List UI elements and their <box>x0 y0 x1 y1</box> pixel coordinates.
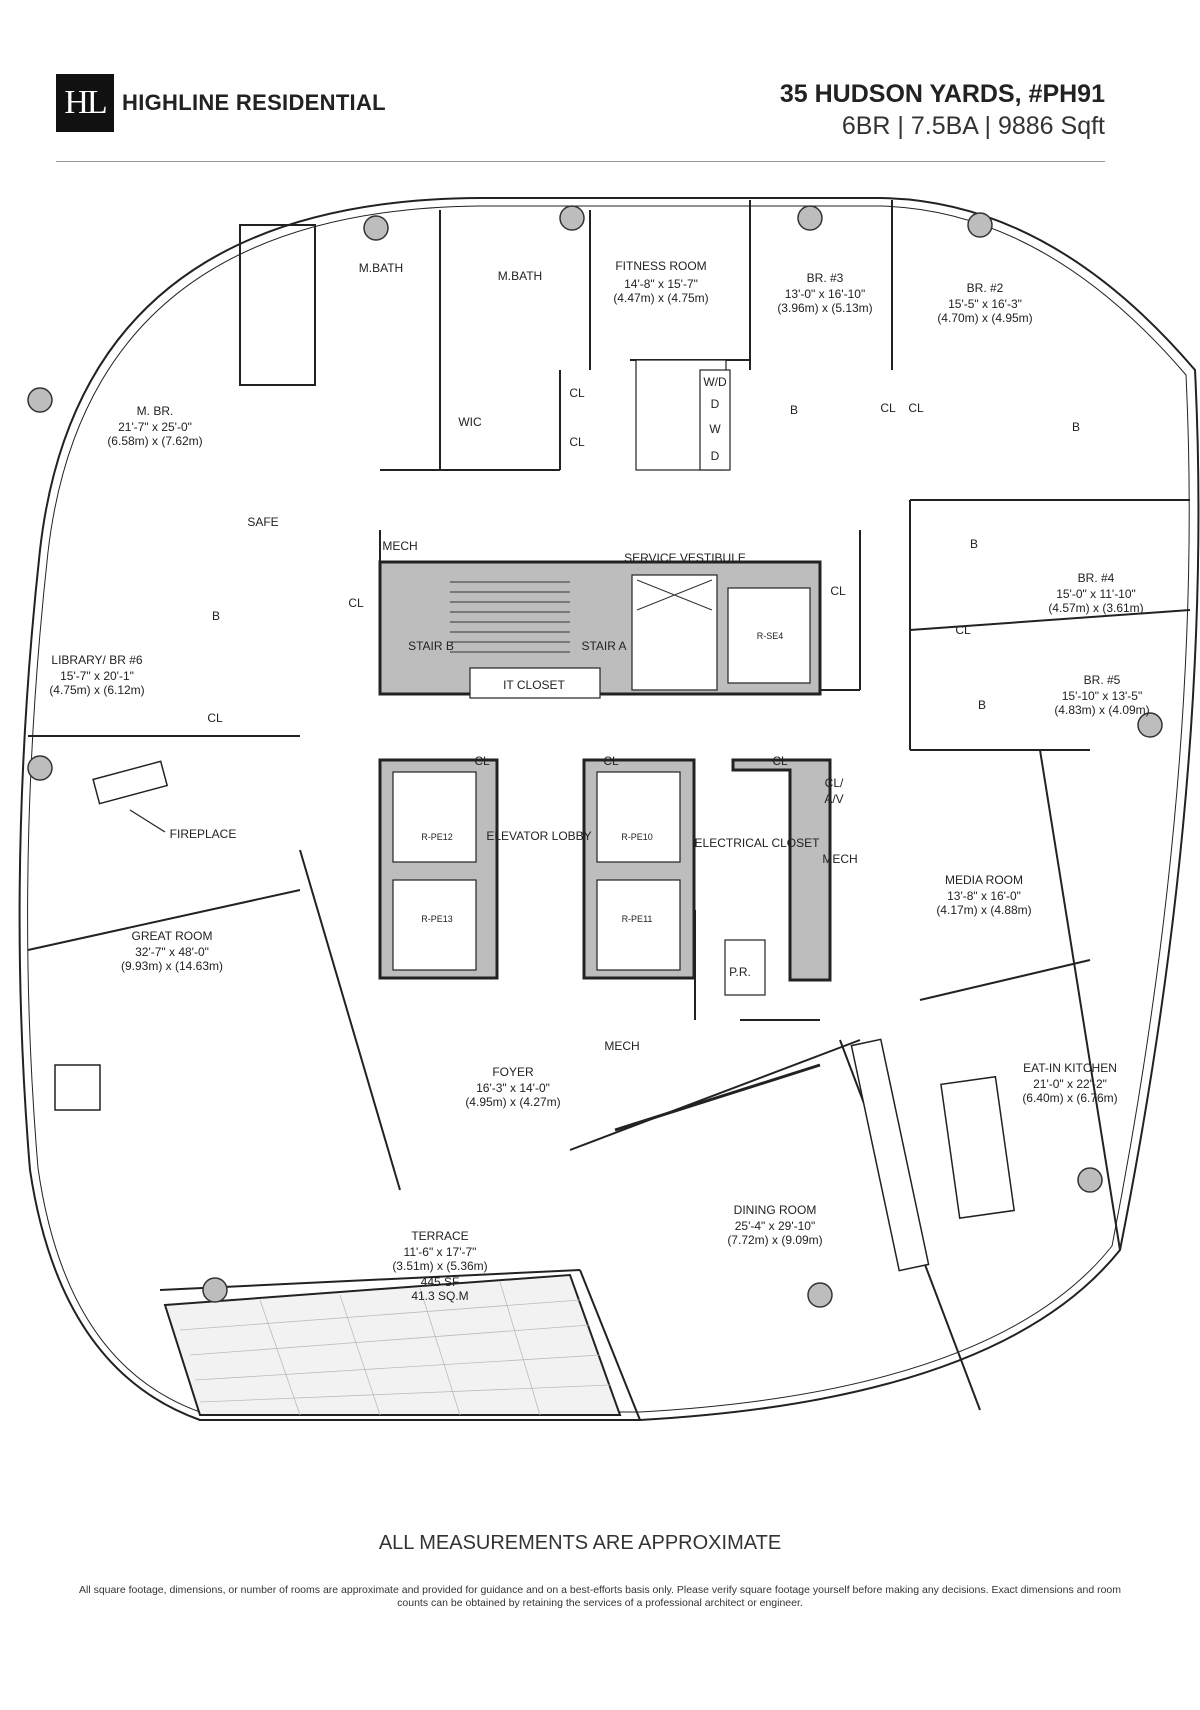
exterior-wall-inner <box>27 205 1190 1413</box>
room-dim-br2-m: (4.70m) x (4.95m) <box>937 311 1032 325</box>
room-dim-dining-ft: 25'-4" x 29'-10" <box>735 1219 815 1233</box>
closet-label: CL <box>474 754 490 768</box>
closet-label: CL <box>569 435 585 449</box>
room-dim-fitness-ft: 14'-8" x 15'-7" <box>624 277 698 291</box>
room-label-media: MEDIA ROOM <box>945 873 1023 887</box>
closet-label: CL <box>908 401 924 415</box>
room-label-dining: DINING ROOM <box>734 1203 817 1217</box>
room-label-elevator-lobby: ELEVATOR LOBBY <box>486 829 591 843</box>
room-dim-br2-ft: 15'-5" x 16'-3" <box>948 297 1022 311</box>
room-dim-foyer-ft: 16'-3" x 14'-0" <box>476 1081 550 1095</box>
room-label-library: LIBRARY/ BR #6 <box>51 653 142 667</box>
brand-logo: HL <box>56 74 114 132</box>
room-dim-media-ft: 13'-8" x 16'-0" <box>947 889 1021 903</box>
room-dim-br4-m: (4.57m) x (3.61m) <box>1048 601 1143 615</box>
closet-label: CL <box>603 754 619 768</box>
room-label-mech-1: MECH <box>382 539 417 553</box>
room-dim-br3-m: (3.96m) x (5.13m) <box>777 301 872 315</box>
closet-label: CL <box>207 711 223 725</box>
room-dim-terrace-ft: 11'-6" x 17'-7" <box>404 1245 477 1259</box>
room-label-electrical: ELECTRICAL CLOSET <box>695 836 821 850</box>
room-label-br4: BR. #4 <box>1078 571 1115 585</box>
closet-label: CL <box>772 754 788 768</box>
label-fireplace: FIREPLACE <box>170 827 237 841</box>
closet-label: CL <box>569 386 585 400</box>
closet-label: CL <box>348 596 364 610</box>
room-label-cl-av-1: CL/ <box>825 776 844 790</box>
room-label-pr: P.R. <box>729 965 751 979</box>
approx-note: ALL MEASUREMENTS ARE APPROXIMATE <box>378 1532 782 1554</box>
room-label-fitness: FITNESS ROOM <box>615 259 706 273</box>
room-dim-library-ft: 15'-7" x 20'-1" <box>60 669 134 683</box>
room-label-stair-a: STAIR A <box>581 639 626 653</box>
brand-name: HIGHLINE RESIDENTIAL <box>122 90 386 115</box>
room-area-terrace-sqm: 41.3 SQ.M <box>411 1289 468 1303</box>
room-label-service: SERVICE VESTIBULE <box>624 551 746 565</box>
bath-label: B <box>970 537 978 551</box>
bath-label: B <box>212 609 220 623</box>
room-label-cl-av-2: A/V <box>824 792 843 806</box>
laundry-label: W/D <box>703 375 727 389</box>
exterior-wall <box>18 197 1200 1421</box>
room-dim-mbr-ft: 21'-7" x 25'-0" <box>118 420 192 434</box>
room-dim-br3-ft: 13'-0" x 16'-10" <box>785 287 865 301</box>
elevator-label-pe11: R-PE11 <box>622 914 653 924</box>
elevator-label-pe10: R-PE10 <box>621 832 653 842</box>
room-label-safe: SAFE <box>247 515 278 529</box>
room-dim-kitchen-m: (6.40m) x (6.76m) <box>1022 1091 1117 1105</box>
room-dim-library-m: (4.75m) x (6.12m) <box>49 683 144 697</box>
elevator-label-pe12: R-PE12 <box>421 832 453 842</box>
room-label-terrace: TERRACE <box>411 1229 468 1243</box>
disclaimer-text: All square footage, dimensions, or numbe… <box>78 1584 1122 1609</box>
laundry-label: D <box>711 449 720 463</box>
bath-label: B <box>1072 420 1080 434</box>
room-dim-fitness-m: (4.47m) x (4.75m) <box>613 291 708 305</box>
room-dim-br5-ft: 15'-10" x 13'-5" <box>1062 689 1142 703</box>
laundry-label: D <box>711 397 720 411</box>
room-label-mbr: M. BR. <box>137 404 174 418</box>
room-label-br3: BR. #3 <box>807 271 844 285</box>
room-label-great: GREAT ROOM <box>132 929 213 943</box>
room-label-foyer: FOYER <box>492 1065 534 1079</box>
room-label-kitchen: EAT-IN KITCHEN <box>1023 1061 1117 1075</box>
room-label-wic: WIC <box>458 415 482 429</box>
page-subtitle: 6BR | 7.5BA | 9886 Sqft <box>841 112 1105 140</box>
laundry-label: W <box>709 422 721 436</box>
room-label-it-closet: IT CLOSET <box>503 678 565 692</box>
room-dim-dining-m: (7.72m) x (9.09m) <box>727 1233 822 1247</box>
room-label-stair-b: STAIR B <box>408 639 454 653</box>
bath-label: B <box>790 403 798 417</box>
room-dim-br5-m: (4.83m) x (4.09m) <box>1054 703 1149 717</box>
room-dim-great-ft: 32'-7" x 48'-0" <box>135 945 209 959</box>
closet-label: CL <box>955 623 971 637</box>
terrace-floor <box>163 1273 622 1416</box>
electrical-closet-wall <box>731 758 832 982</box>
page-title: 35 HUDSON YARDS, #PH91 <box>779 80 1105 108</box>
elevator-label-pe13: R-PE13 <box>421 914 453 924</box>
room-dim-br4-ft: 15'-0" x 11'-10" <box>1056 587 1136 601</box>
room-dim-great-m: (9.93m) x (14.63m) <box>121 959 223 973</box>
room-dim-kitchen-ft: 21'-0" x 22'-2" <box>1033 1077 1107 1091</box>
room-dim-foyer-m: (4.95m) x (4.27m) <box>465 1095 560 1109</box>
room-label-br5: BR. #5 <box>1084 673 1121 687</box>
room-dim-terrace-m: (3.51m) x (5.36m) <box>392 1259 487 1273</box>
room-label-mbath-1: M.BATH <box>359 261 403 275</box>
floor-plan: M.BATH M.BATH FITNESS ROOM 14'-8" x 15'-… <box>18 197 1200 1421</box>
room-label-mech-3: MECH <box>604 1039 639 1053</box>
room-dim-media-m: (4.17m) x (4.88m) <box>936 903 1031 917</box>
room-label-mech-2: MECH <box>822 852 857 866</box>
closet-label: CL <box>830 584 846 598</box>
elevator-label-rse4: R-SE4 <box>757 631 784 641</box>
room-area-terrace-sf: 445 SF <box>421 1275 460 1289</box>
room-label-br2: BR. #2 <box>967 281 1004 295</box>
room-dim-mbr-m: (6.58m) x (7.62m) <box>107 434 202 448</box>
bath-label: B <box>978 698 986 712</box>
room-label-mbath-2: M.BATH <box>498 269 542 283</box>
header-divider <box>56 161 1105 162</box>
closet-label: CL <box>880 401 896 415</box>
